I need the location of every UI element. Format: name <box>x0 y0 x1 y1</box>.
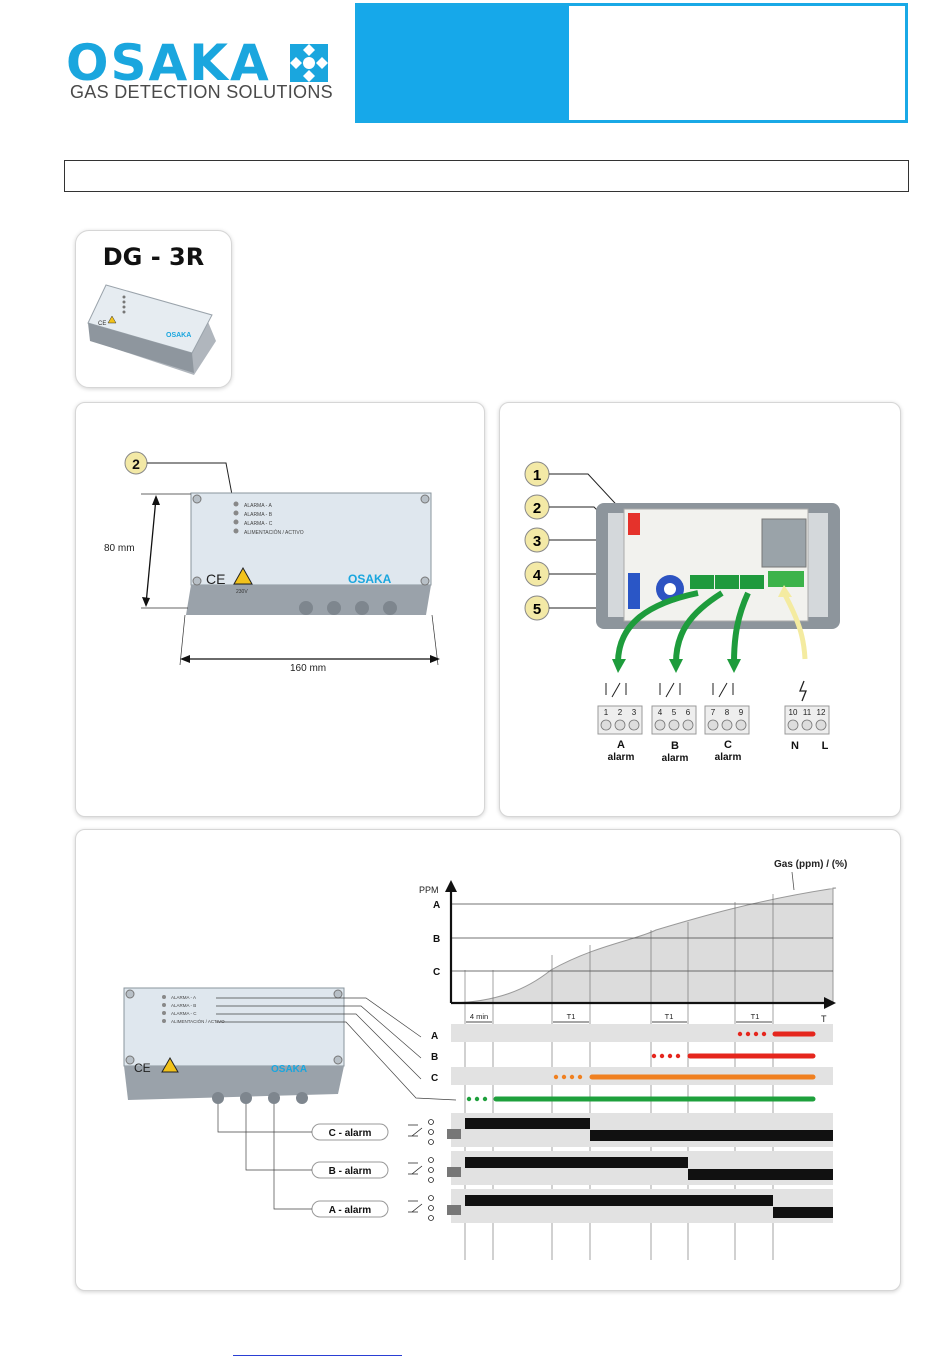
relay-c-state-1 <box>465 1118 590 1129</box>
callout-2: 2 <box>533 500 541 517</box>
device-brand: OSAKA <box>271 1064 307 1075</box>
group-c-sub: alarm <box>715 752 742 763</box>
group-c-label: C <box>724 739 732 751</box>
gas-curve <box>450 887 837 1004</box>
width-label: 160 mm <box>290 663 326 674</box>
hazard-icon <box>161 1056 179 1073</box>
ce-mark: CE <box>134 1061 151 1075</box>
timing-panel: Gas (ppm) / (%) PPM T A B C <box>75 829 901 1291</box>
callout-list: 1 2 3 4 5 <box>524 461 550 621</box>
timing-device <box>123 987 345 1067</box>
relay-b-state-1 <box>465 1157 688 1168</box>
footer-link[interactable] <box>233 1343 402 1356</box>
led-label: ALARMA - B <box>171 1003 196 1008</box>
device-face <box>190 492 432 586</box>
dip-switch <box>628 513 640 535</box>
interval-t1: T1 <box>567 1012 576 1021</box>
relay-b-state-2 <box>688 1169 833 1180</box>
svg-text:OSAKA: OSAKA <box>166 332 191 339</box>
terminal-num: 5 <box>672 708 677 717</box>
led-label-a: ALARMA - A <box>244 503 272 509</box>
arrow-to-a <box>615 590 699 664</box>
callout-3: 3 <box>533 533 541 550</box>
group-a-sub: alarm <box>608 752 635 763</box>
led-label-c: ALARMA - C <box>244 521 273 527</box>
relay-a-state-1 <box>465 1195 773 1206</box>
logo-wordmark: OSAKA <box>66 34 271 92</box>
group-n-label: N <box>791 740 799 752</box>
terminal-num: 11 <box>803 708 812 717</box>
terminal-num: 4 <box>658 708 663 717</box>
level-c: C <box>433 967 440 978</box>
transformer <box>761 518 807 568</box>
relay-c-state-2 <box>590 1130 833 1141</box>
header-blue-block <box>358 6 569 120</box>
arrow-to-c <box>731 591 751 664</box>
title-bar <box>64 160 909 192</box>
relay-a-label: A - alarm <box>329 1205 372 1216</box>
led-row-c: C <box>431 1073 438 1084</box>
device-brand: OSAKA <box>348 572 392 586</box>
led-row-b: B <box>431 1052 438 1063</box>
callout-2-label: 2 <box>132 456 140 472</box>
led-label-power: ALIMENTACIÓN / ACTIVO <box>244 529 304 536</box>
y-axis-label: PPM <box>419 885 439 895</box>
device-thumbnail: CE OSAKA <box>87 284 216 375</box>
callout-5: 5 <box>533 601 541 618</box>
dimensions-panel: 2 ALARMA - A ALARMA - B ALARMA - C ALIME… <box>75 402 485 817</box>
led-row-a: A <box>431 1031 438 1042</box>
interval-t1: T1 <box>665 1012 674 1021</box>
device-side <box>186 585 431 615</box>
interval-4min: 4 min <box>470 1012 488 1021</box>
level-b: B <box>433 934 440 945</box>
terminal-num: 2 <box>618 708 623 717</box>
arrow-to-b <box>673 590 724 664</box>
height-label: 80 mm <box>104 543 135 554</box>
relay-b-label: B - alarm <box>329 1166 372 1177</box>
group-b-label: B <box>671 740 679 752</box>
group-b-sub: alarm <box>662 753 689 764</box>
voltage-label: 230V <box>236 589 248 595</box>
model-name: DG - 3R <box>102 243 205 271</box>
callout-4: 4 <box>533 567 542 584</box>
hazard-icon <box>233 566 253 585</box>
terminal-num: 12 <box>817 708 826 717</box>
logo-mark-icon <box>290 44 328 82</box>
led-label-b: ALARMA - B <box>244 512 273 518</box>
height-arrow <box>145 497 157 605</box>
header-box <box>355 3 908 123</box>
relay-a-state-2 <box>773 1207 833 1218</box>
logo-tagline: GAS DETECTION SOLUTIONS <box>70 82 333 102</box>
terminal-num: 6 <box>686 708 691 717</box>
terminal-num: 10 <box>789 708 798 717</box>
ce-mark: CE <box>206 571 225 587</box>
callout-1: 1 <box>533 467 541 484</box>
model-card: DG - 3R CE OSAKA <box>75 230 232 388</box>
terminal-num: 8 <box>725 708 730 717</box>
relay-c-label: C - alarm <box>329 1128 372 1139</box>
led-label: ALIMENTACIÓN / ACTIVO <box>171 1018 225 1024</box>
terminals-panel: 1 2 3 4 5 <box>499 402 901 817</box>
arrow-to-power <box>781 591 808 660</box>
led-label: ALARMA - A <box>171 995 196 1000</box>
interval-t1: T1 <box>751 1012 760 1021</box>
curve-label: Gas (ppm) / (%) <box>774 859 847 870</box>
terminal-num: 3 <box>632 708 637 717</box>
terminal-num: 1 <box>604 708 609 717</box>
power-bolt-icon <box>799 680 807 702</box>
x-axis-label: T <box>821 1014 827 1024</box>
terminal-num: 7 <box>711 708 716 717</box>
blue-connector <box>628 573 640 609</box>
level-a: A <box>433 900 440 911</box>
led-label: ALARMA - C <box>171 1011 197 1016</box>
svg-text:CE: CE <box>98 321 106 327</box>
group-a-label: A <box>617 739 625 751</box>
group-l-label: L <box>822 740 829 752</box>
terminal-num: 9 <box>739 708 744 717</box>
